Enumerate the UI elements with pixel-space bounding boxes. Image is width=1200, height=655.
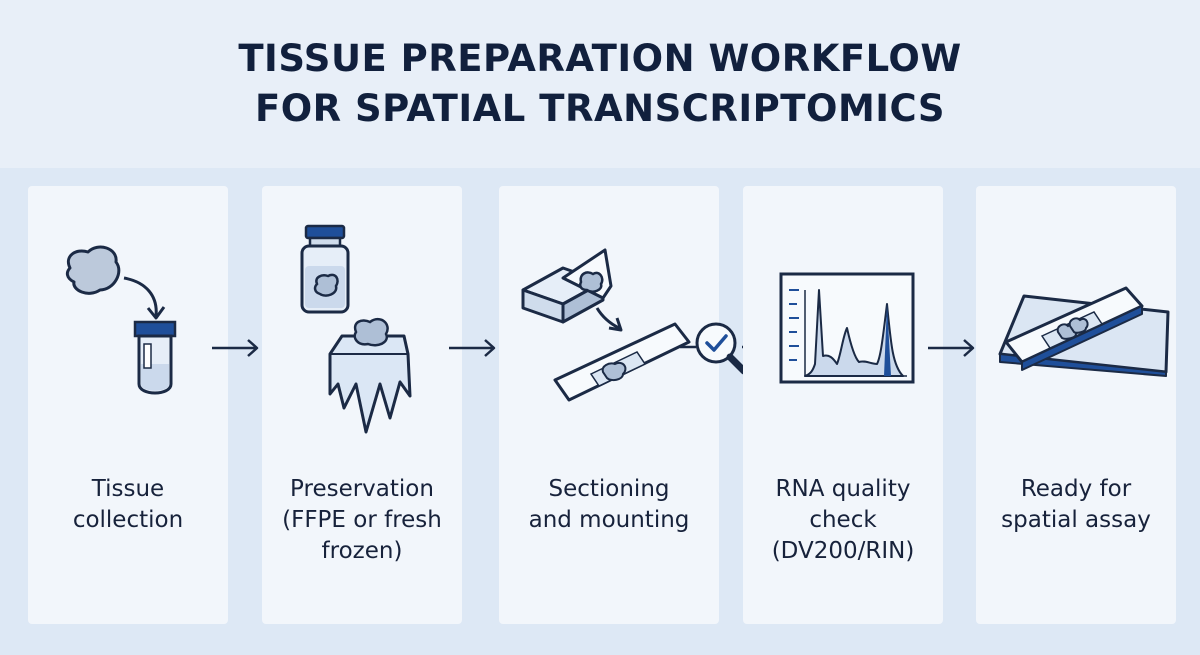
microtome-and-slide-icon [521, 248, 691, 402]
title-banner: TISSUE PREPARATION WORKFLOW FOR SPATIAL … [0, 0, 1200, 168]
flow-arrow-1 [212, 339, 259, 357]
step-label-rna-quality: RNA quality check (DV200/RIN) [771, 476, 915, 564]
step-label-ready: Ready for spatial assay [1001, 476, 1151, 533]
step-label-preservation: Preservation (FFPE or fresh frozen) [282, 476, 442, 564]
title-line-2: FOR SPATIAL TRANSCRIPTOMICS [254, 87, 946, 130]
tissue-to-tube-icon [65, 245, 177, 395]
title-line-1: TISSUE PREPARATION WORKFLOW [238, 37, 962, 80]
flow-arrow-4 [928, 339, 975, 357]
step-card-sectioning: Sectioning and mounting [499, 186, 719, 624]
step-card-tissue-collection: Tissue collection [28, 186, 228, 624]
step-label-sectioning: Sectioning and mounting [528, 476, 690, 533]
vial-and-frozen-tissue-icon [300, 224, 412, 434]
flow-arrow-2 [449, 339, 496, 357]
step-card-rna-quality: RNA quality check (DV200/RIN) [743, 186, 943, 624]
step-label-tissue-collection: Tissue collection [72, 476, 184, 533]
electropherogram-icon [779, 272, 915, 384]
assay-slide-icon [998, 286, 1170, 377]
step-card-ready: Ready for spatial assay [976, 186, 1176, 624]
step-card-preservation: Preservation (FFPE or fresh frozen) [262, 186, 462, 624]
magnifier-check-icon [680, 322, 767, 375]
